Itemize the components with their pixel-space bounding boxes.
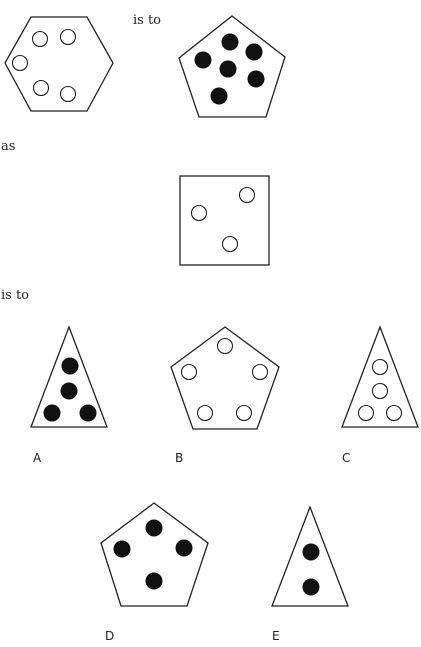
filled-dot xyxy=(175,539,193,557)
square-shape xyxy=(179,175,270,266)
open-dot xyxy=(31,30,49,48)
open-dot xyxy=(371,358,389,376)
figure-pentagon-top xyxy=(178,15,286,118)
triangle-shape xyxy=(341,325,419,428)
filled-dot xyxy=(210,87,228,105)
open-dot xyxy=(190,204,208,222)
option-d-figure[interactable] xyxy=(100,502,209,607)
figure-square xyxy=(179,175,270,266)
open-dot xyxy=(216,337,234,355)
option-e-figure[interactable] xyxy=(271,505,349,607)
pentagon-shape xyxy=(100,502,209,607)
option-c-figure[interactable] xyxy=(341,325,419,428)
open-dot xyxy=(196,404,214,422)
filled-dot xyxy=(302,543,320,561)
option-c-label[interactable]: C xyxy=(342,451,351,465)
as-text: as xyxy=(1,139,16,154)
filled-dot xyxy=(79,404,97,422)
open-dot xyxy=(32,79,50,97)
open-dot xyxy=(251,363,269,381)
open-dot xyxy=(238,186,256,204)
option-b-label[interactable]: B xyxy=(175,451,184,465)
figure-hexagon xyxy=(4,16,114,112)
open-dot xyxy=(385,404,403,422)
open-dot xyxy=(221,235,239,253)
filled-dot xyxy=(219,60,237,78)
option-a-label[interactable]: A xyxy=(33,451,42,465)
open-dot xyxy=(11,54,29,72)
pentagon-shape xyxy=(170,326,280,430)
option-b-figure[interactable] xyxy=(170,326,280,430)
open-dot xyxy=(59,85,77,103)
open-dot xyxy=(357,404,375,422)
filled-dot xyxy=(61,357,79,375)
option-e-label[interactable]: E xyxy=(272,629,280,643)
filled-dot xyxy=(221,33,239,51)
open-dot xyxy=(371,382,389,400)
filled-dot xyxy=(302,578,320,596)
option-d-label[interactable]: D xyxy=(105,629,115,643)
filled-dot xyxy=(145,572,163,590)
filled-dot xyxy=(60,382,78,400)
hexagon-shape xyxy=(4,16,114,112)
filled-dot xyxy=(43,404,61,422)
filled-dot xyxy=(145,519,163,537)
option-a-figure[interactable] xyxy=(30,325,108,428)
open-dot xyxy=(235,404,253,422)
is-to-text-1: is to xyxy=(133,13,162,28)
filled-dot xyxy=(247,70,265,88)
triangle-shape xyxy=(30,325,108,428)
filled-dot xyxy=(245,43,263,61)
is-to-text-2: is to xyxy=(1,288,30,303)
filled-dot xyxy=(113,540,131,558)
open-dot xyxy=(180,363,198,381)
filled-dot xyxy=(194,51,212,69)
open-dot xyxy=(59,28,77,46)
